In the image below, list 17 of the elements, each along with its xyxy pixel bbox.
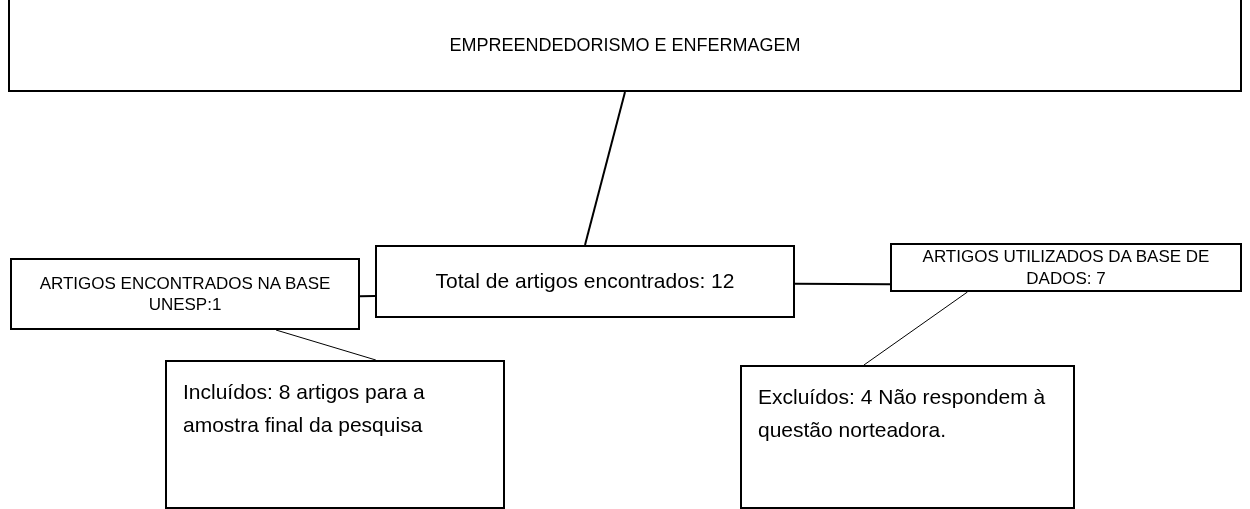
connector-line <box>359 295 376 298</box>
node-text: ARTIGOS UTILIZADOS DA BASE DE DADOS: 7 <box>921 246 1211 289</box>
process-box <box>740 365 1075 509</box>
node-text: Incluídos: 8 artigos para a amostra final da pesquisa <box>183 379 426 438</box>
node-text: Total de artigos encontrados: 12 <box>435 268 735 295</box>
process-box <box>10 258 360 330</box>
node-text: Excluídos: 4 Não respondem à questão norteadora. <box>758 384 1047 443</box>
connector-line <box>584 91 626 246</box>
process-box <box>375 245 795 318</box>
node-text: EMPREENDEDORISMO E ENFERMAGEM <box>449 33 801 57</box>
connector-line <box>275 329 377 361</box>
connector-line <box>794 282 891 286</box>
process-box <box>165 360 505 509</box>
connector-line <box>863 291 968 366</box>
process-box <box>890 243 1242 292</box>
process-box <box>8 0 1242 92</box>
node-text: ARTIGOS ENCONTRADOS NA BASE UNESP:1 <box>38 272 332 316</box>
